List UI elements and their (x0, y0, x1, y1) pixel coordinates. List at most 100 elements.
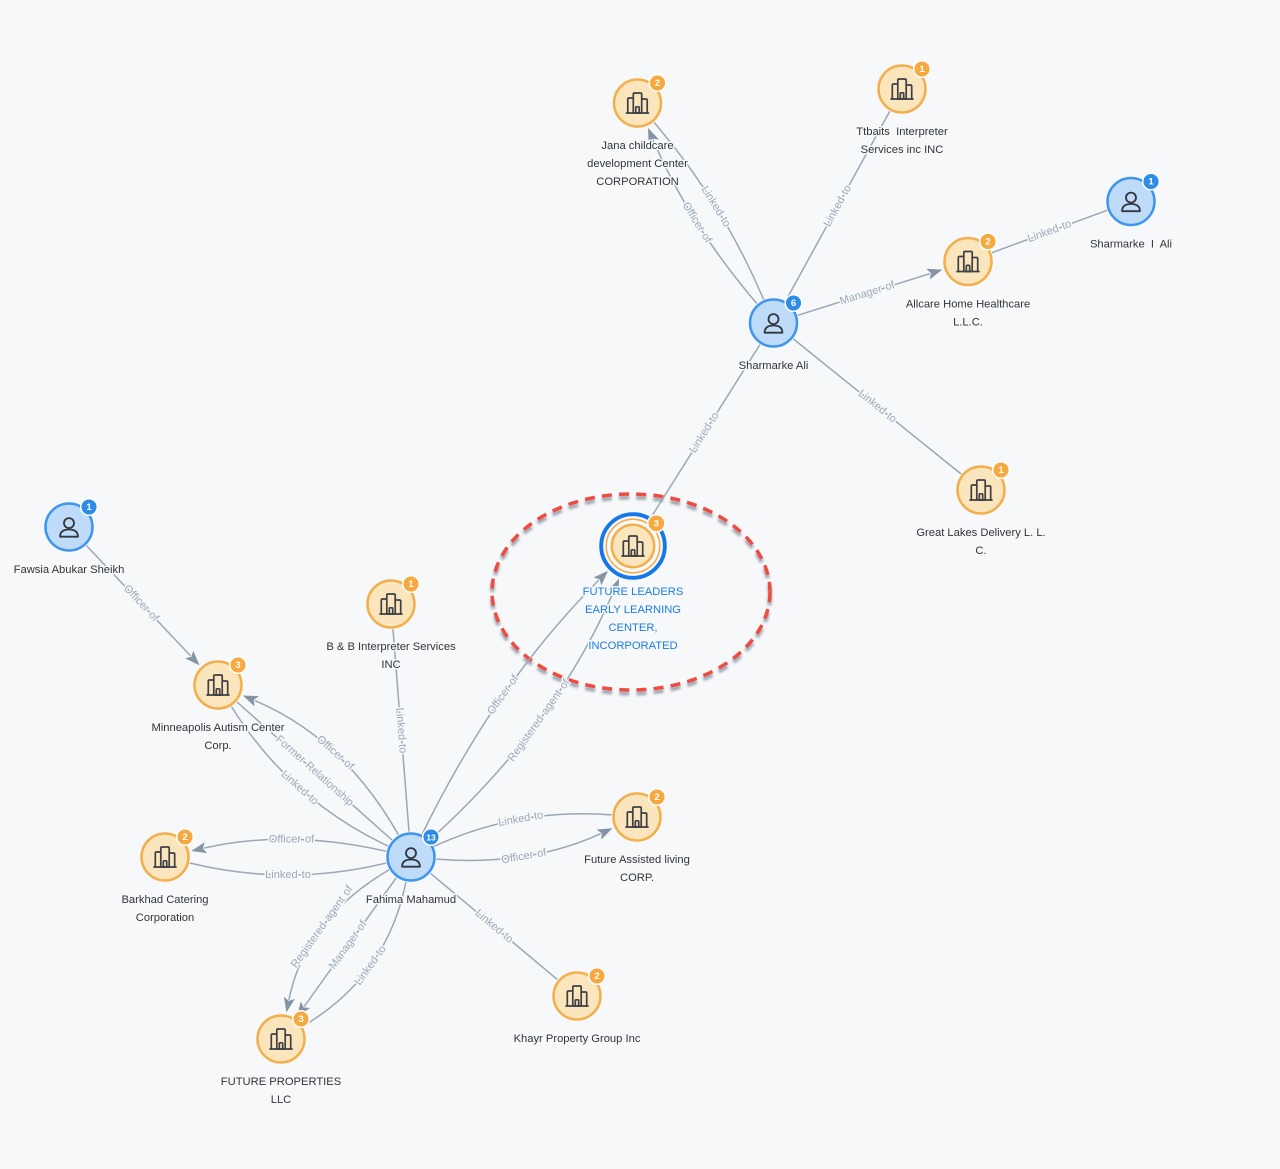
edge-fahima-mahamud--registered-agent-of--future-leaders[interactable] (429, 590, 615, 841)
node-khayr-property[interactable]: 2 (552, 966, 607, 1021)
node-badge: 3 (646, 513, 666, 533)
node-badge: 2 (175, 827, 195, 847)
edge-fahima-mahamud--officer-of--minneapolis-autism[interactable] (254, 699, 400, 836)
edge-sharmarke-ali--linked-to--great-lakes-delivery[interactable] (792, 338, 962, 475)
edge-sharmarke-i-ali--linked-to--allcare-home-healthcare[interactable] (991, 209, 1108, 254)
node-future-leaders[interactable]: 3 (599, 512, 667, 580)
edge-label: Linked to (856, 388, 899, 426)
edge-fahima-mahamud--manager-of--future-properties[interactable] (303, 877, 397, 1007)
badge-circle (291, 1009, 311, 1029)
badge-count: 3 (298, 1014, 303, 1025)
badge-count: 2 (594, 971, 599, 982)
edge-fahima-mahamud--officer-of--future-assisted-living[interactable] (436, 833, 602, 862)
node-circle (386, 832, 436, 882)
highlight-layer (489, 492, 773, 696)
node-label-great-lakes-delivery: Great Lakes Delivery L. L.C. (916, 527, 1045, 557)
badge-count: 2 (654, 792, 659, 803)
badge-count: 1 (1148, 177, 1154, 188)
node-label-line: L.L.C. (953, 317, 983, 329)
node-bb-interpreter[interactable]: 1 (366, 574, 421, 629)
highlight-selection-ring (599, 512, 667, 580)
node-label-line: Services inc INC (861, 144, 944, 156)
node-circle (552, 971, 602, 1021)
edge-label: Linked to (822, 183, 855, 229)
node-circle (956, 465, 1006, 515)
node-label-fahima-mahamud: Fahima Mahamud (366, 894, 456, 906)
edge-fahima-mahamud--registered-agent-of--future-properties[interactable] (288, 869, 390, 1000)
building-icon (625, 92, 650, 114)
node-badge: 2 (587, 966, 607, 986)
edge-arrowhead (191, 842, 208, 854)
node-fawsia-abukar-sheikh[interactable]: 1 (44, 497, 99, 552)
node-fahima-mahamud[interactable]: 13 (386, 827, 441, 882)
node-future-properties[interactable]: 3 (256, 1009, 311, 1064)
edge-sharmarke-ali--linked-to--ttbaits-interpreter[interactable] (785, 111, 891, 301)
node-label-fawsia-abukar-sheikh: Fawsia Abukar Sheikh (14, 564, 125, 576)
node-allcare-home-healthcare[interactable]: 2 (943, 232, 998, 287)
node-future-assisted-living[interactable]: 2 (612, 787, 667, 842)
edge-fahima-mahamud--linked-to--bb-interpreter[interactable] (392, 629, 410, 832)
node-great-lakes-delivery[interactable]: 1 (956, 460, 1011, 515)
edge-label: Linked to (473, 907, 516, 945)
node-minneapolis-autism[interactable]: 3 (193, 655, 248, 710)
edge-sharmarke-ali--officer-of--jana-childcare[interactable] (652, 139, 758, 305)
node-label-line: development Center (587, 158, 688, 170)
building-icon (379, 593, 403, 615)
edge-fahima-mahamud--officer-of--barkhad-catering[interactable] (203, 838, 387, 853)
node-label-line: Fawsia Abukar Sheikh (14, 564, 125, 576)
edge-fawsia-abukar-sheikh--officer-of--minneapolis-autism[interactable] (85, 545, 192, 657)
edge-label: Officer of (269, 833, 315, 845)
node-badge: 1 (1141, 172, 1161, 191)
badge-circle (587, 966, 607, 986)
badge-circle (784, 293, 803, 313)
badge-circle (991, 460, 1011, 480)
node-sharmarke-ali[interactable]: 6 (748, 293, 803, 348)
node-label-line: C. (975, 545, 986, 557)
node-sharmarke-i-ali[interactable]: 1 (1106, 172, 1161, 227)
node-label-line: Corp. (204, 740, 231, 752)
node-label-line: FUTURE PROPERTIES (221, 1076, 341, 1088)
badge-count: 2 (655, 78, 660, 89)
node-label-line: Ttbaits Interpreter (856, 126, 948, 138)
edge-fahima-mahamud--former-relationship--minneapolis-autism[interactable] (236, 701, 393, 841)
node-circle (877, 64, 927, 114)
node-badge: 6 (784, 293, 803, 313)
edge-fahima-mahamud--linked-to--barkhad-catering[interactable] (189, 862, 387, 876)
edge-label: Officer of (121, 583, 162, 625)
person-icon (401, 847, 421, 868)
edge-arrowhead (608, 578, 620, 595)
node-ttbaits-interpreter[interactable]: 1 (877, 59, 932, 114)
edge-fahima-mahamud--linked-to--future-assisted-living[interactable] (433, 812, 612, 847)
edge-label: Officer of (485, 672, 522, 717)
edge-fahima-mahamud--linked-to--future-properties[interactable] (302, 881, 407, 1027)
node-circle (610, 523, 656, 569)
node-jana-childcare[interactable]: 2 (612, 73, 667, 128)
node-badge: 3 (291, 1009, 311, 1029)
node-label-line: INCORPORATED (588, 640, 677, 652)
node-label-line: Sharmarke I Ali (1090, 239, 1172, 251)
edge-fahima-mahamud--linked-to--minneapolis-autism[interactable] (230, 706, 389, 847)
node-label-line: Sharmarke Ali (739, 360, 809, 372)
node-label-khayr-property: Khayr Property Group Inc (514, 1033, 641, 1045)
building-icon (621, 535, 645, 557)
edge-fahima-mahamud--linked-to--khayr-property[interactable] (430, 872, 558, 981)
building-icon (956, 250, 980, 273)
edge-sharmarke-ali--linked-to--jana-childcare[interactable] (653, 121, 765, 300)
edge-sharmarke-ali--linked-to--future-leaders[interactable] (650, 344, 761, 518)
edge-fahima-mahamud--officer-of--future-leaders[interactable] (421, 579, 600, 835)
edge-sharmarke-ali--manager-of--allcare-home-healthcare[interactable] (797, 272, 931, 317)
node-barkhad-catering[interactable]: 2 (140, 827, 195, 882)
edge-label: Manager of (838, 279, 897, 308)
badge-count: 1 (408, 579, 414, 590)
building-icon (565, 985, 589, 1007)
